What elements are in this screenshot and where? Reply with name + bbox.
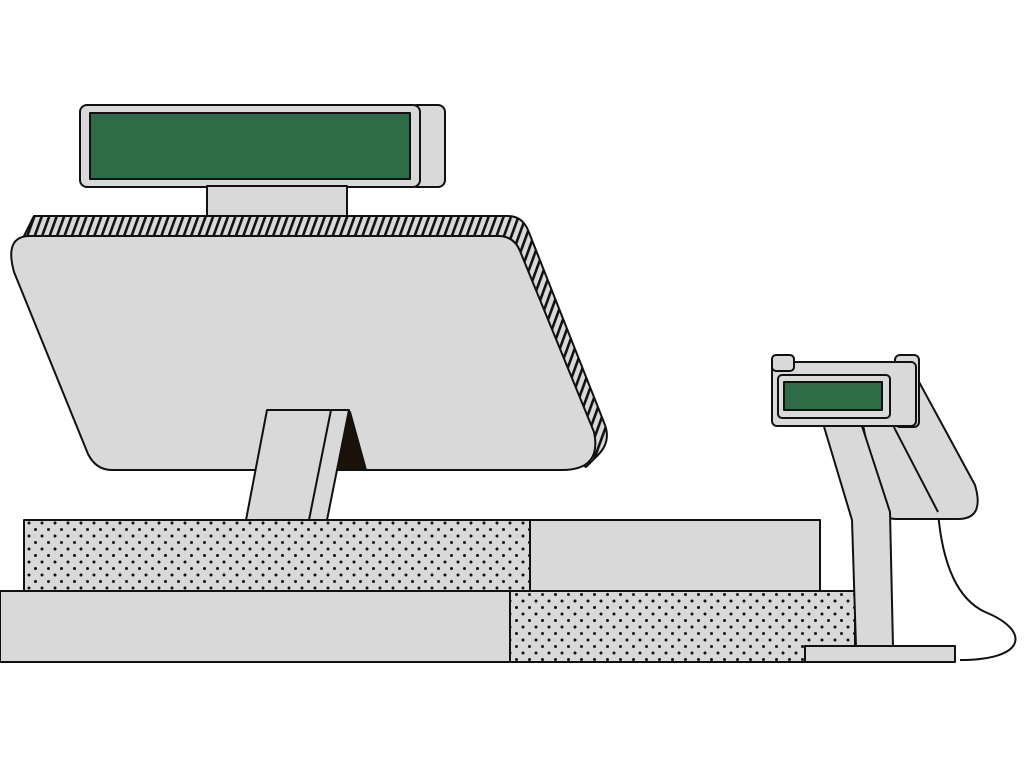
main-monitor: [10, 215, 608, 521]
terminal-stand-base: [804, 645, 956, 663]
base-block-top-left: [23, 519, 531, 592]
terminal-screen: [783, 381, 883, 411]
base-block-bottom-left: [0, 590, 511, 663]
terminal-head-lip: [771, 354, 795, 372]
monitor-stand-seam: [308, 409, 332, 521]
monitor-back: [10, 235, 597, 471]
terminal-cable: [937, 511, 1017, 661]
monitor-edge: [23, 215, 608, 468]
card-terminal: [771, 354, 1017, 663]
base-block-top-right: [529, 519, 821, 592]
pole-display: [79, 104, 446, 188]
pole-display-neck: [206, 185, 348, 221]
counter-base: [0, 519, 856, 663]
base-block-bottom-right: [509, 590, 856, 663]
pole-display-screen: [89, 112, 411, 180]
